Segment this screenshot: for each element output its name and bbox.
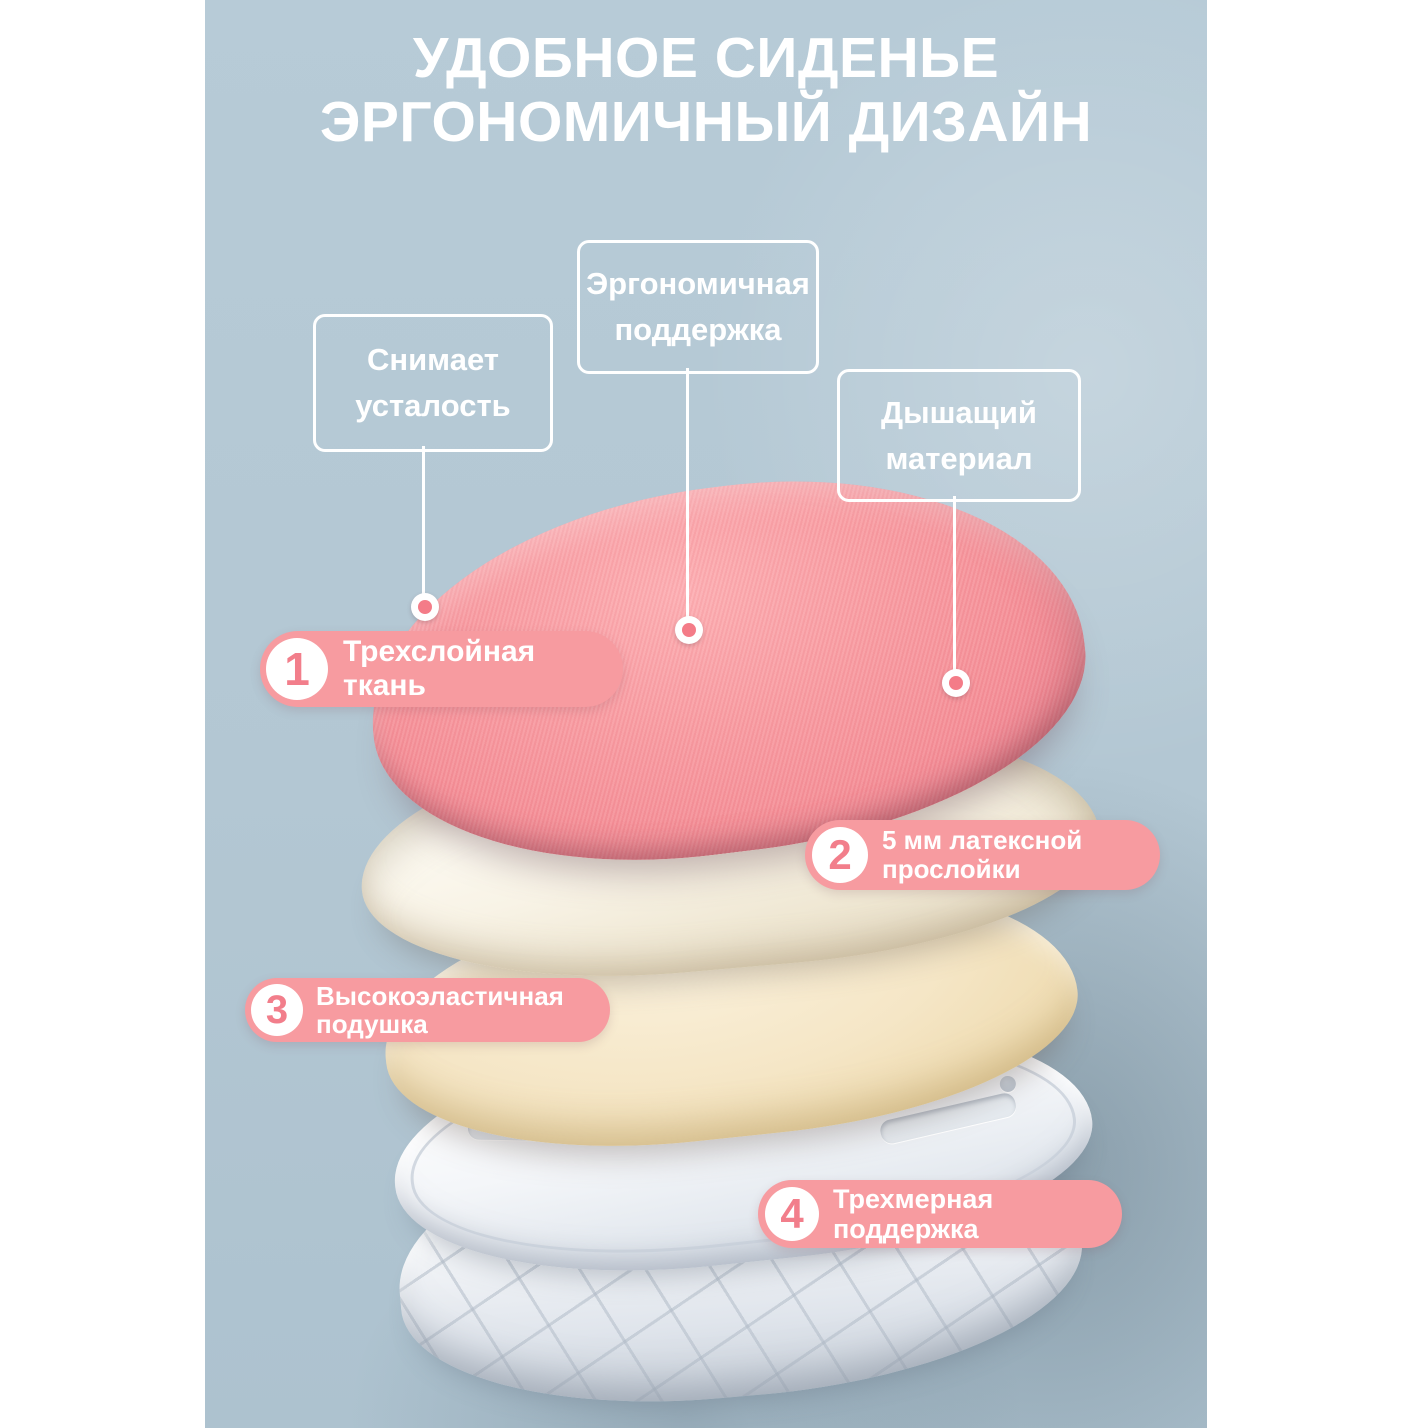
callout-text-line1: Снимает: [367, 342, 499, 377]
page-title-line2: ЭРГОНОМИЧНЫЙ ДИЗАЙН: [319, 90, 1093, 154]
step-label-line1: Трехслойная ткань: [343, 635, 536, 702]
step-label-line2: подушка: [316, 1009, 428, 1039]
step-label-line1: 5 мм латексной: [882, 825, 1083, 855]
step-label-line1: Высокоэластичная: [316, 981, 564, 1011]
step-2-label: 5 мм латексной прослойки: [882, 826, 1082, 884]
step-1-number-badge: 1: [266, 638, 328, 700]
step-1-label: Трехслойная ткань: [343, 635, 623, 703]
callout-leader-line: [953, 496, 956, 672]
page-title-line1: УДОБНОЕ СИДЕНЬЕ: [412, 26, 1000, 90]
target-marker-icon: [411, 593, 439, 621]
callout-text-line2: усталость: [355, 388, 511, 423]
step-label-line2: поддержка: [833, 1214, 979, 1244]
callout-leader-line: [686, 368, 689, 618]
callout-text-line2: поддержка: [614, 312, 782, 347]
step-pill-3: 3 Высокоэластичная подушка: [245, 978, 610, 1042]
target-marker-icon: [942, 669, 970, 697]
step-pill-2: 2 5 мм латексной прослойки: [805, 820, 1160, 890]
step-pill-1: 1 Трехслойная ткань: [260, 631, 623, 707]
target-marker-icon: [675, 616, 703, 644]
step-2-number-badge: 2: [812, 827, 868, 883]
step-label-line2: прослойки: [882, 854, 1021, 884]
step-4-label: Трехмерная поддержка: [833, 1184, 993, 1244]
step-pill-4: 4 Трехмерная поддержка: [758, 1180, 1122, 1248]
step-4-number-badge: 4: [765, 1187, 819, 1241]
step-label-line1: Трехмерная: [833, 1184, 994, 1214]
step-3-number-badge: 3: [251, 984, 303, 1036]
marker-dot: [418, 600, 432, 614]
callout-text-line2: материал: [885, 440, 1033, 476]
callout-leader-line: [422, 446, 425, 596]
callout-box-breathable-material: Дышащий материал: [837, 369, 1081, 502]
callout-box-ergonomic-support: Эргономичная поддержка: [577, 240, 819, 374]
product-photo-panel: УДОБНОЕ СИДЕНЬЕ ЭРГОНОМИЧНЫЙ ДИЗАЙН Сним…: [205, 0, 1207, 1428]
page-title: УДОБНОЕ СИДЕНЬЕ ЭРГОНОМИЧНЫЙ ДИЗАЙН: [205, 26, 1207, 154]
callout-text-line1: Эргономичная: [586, 266, 810, 301]
marker-dot: [682, 623, 696, 637]
step-3-label: Высокоэластичная подушка: [316, 982, 564, 1038]
callout-text-line1: Дышащий: [881, 394, 1037, 430]
callout-box-relieves-fatigue: Снимает усталость: [313, 314, 553, 452]
marker-dot: [949, 676, 963, 690]
